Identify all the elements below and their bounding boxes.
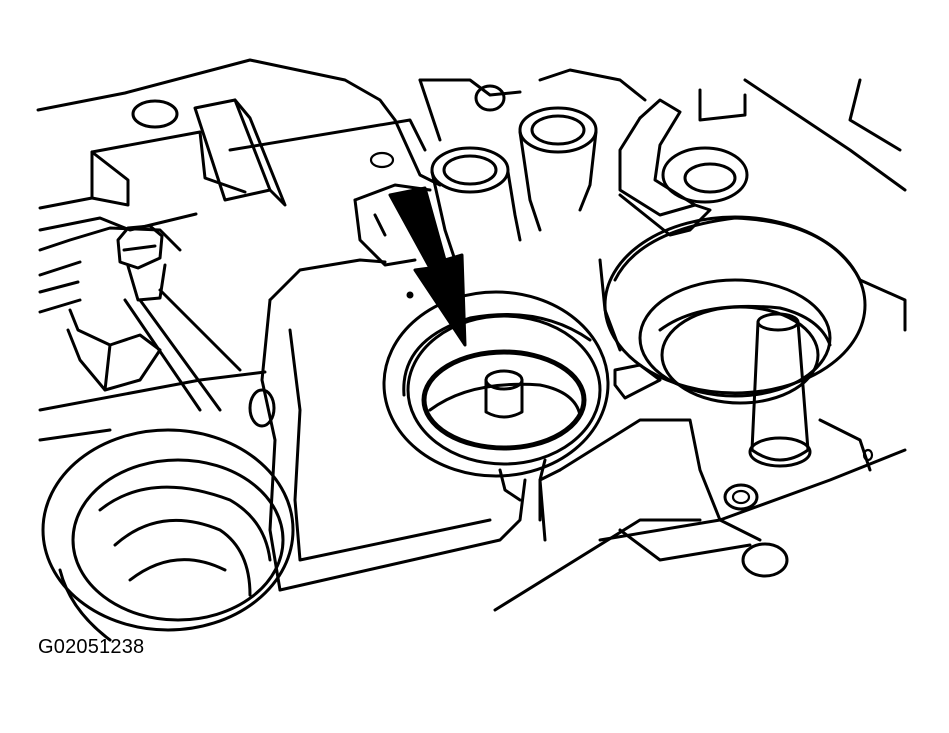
top-pipes bbox=[393, 68, 647, 262]
upper-right-bracket bbox=[618, 78, 907, 237]
right-bore bbox=[598, 215, 907, 405]
left-bracket bbox=[38, 226, 267, 442]
central-cover bbox=[248, 258, 527, 592]
central-bore bbox=[382, 290, 610, 542]
dowel-pin bbox=[748, 312, 812, 468]
figure-id-label: G02051238 bbox=[38, 636, 145, 658]
upper-left-housing bbox=[36, 58, 427, 232]
center-pin bbox=[484, 369, 524, 419]
bolt bbox=[116, 224, 167, 302]
lower-left-bore bbox=[41, 428, 295, 642]
pointer-arrow-icon bbox=[388, 186, 467, 347]
lower-right-housing bbox=[493, 418, 907, 612]
